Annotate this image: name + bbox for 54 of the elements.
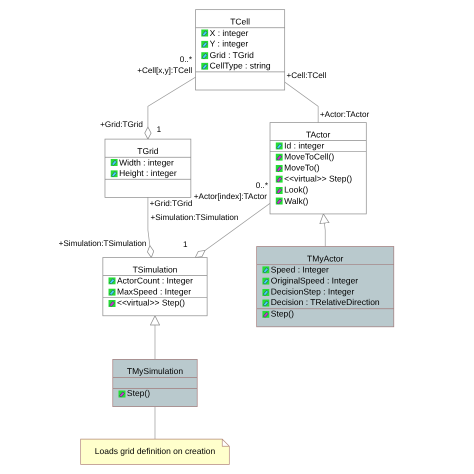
attribute: X : integer (209, 28, 248, 38)
attribute: Width : integer (118, 157, 174, 168)
role-label: +Actor[index]:TActor (194, 192, 268, 202)
note-text: Loads grid definition on creation (94, 446, 215, 456)
role-label: +Cell[x,y]:TCell (137, 66, 192, 76)
attribute: Height : integer (118, 168, 176, 178)
attribute: Speed : Integer (270, 264, 329, 274)
class-box (104, 138, 191, 198)
method: <<virtual>> Step() (116, 298, 185, 308)
aggregation-line (194, 202, 270, 258)
class-box (112, 359, 198, 407)
attribute: Grid : TGrid (209, 50, 254, 60)
role-label: +Simulation:TSimulation (150, 214, 238, 223)
note-link (154, 406, 156, 440)
class-box (256, 246, 394, 328)
class-name: TMyActor (306, 254, 344, 264)
inheritance-arrow (150, 315, 160, 360)
role-label: +Grid:TGrid (150, 200, 192, 210)
attribute: Y : integer (209, 38, 248, 49)
attribute: Decision : TRelativeDirection (270, 298, 380, 308)
attribute: DecisionStep : Integer (270, 286, 354, 297)
attribute: OriginalSpeed : Integer (270, 276, 358, 286)
method: MoveToCell() (284, 152, 334, 162)
role-label: +Cell:TCell (286, 72, 326, 81)
inheritance-arrow (319, 214, 330, 247)
multiplicity-label: 0..* (256, 182, 268, 192)
role-label: +Simulation:TSimulation (58, 240, 146, 248)
multiplicity-label: 1 (156, 126, 162, 135)
note-box (80, 438, 230, 465)
class-name: TSimulation (132, 264, 178, 274)
attribute: Id : integer (284, 140, 324, 151)
class-name: TMySimulation (126, 366, 183, 376)
multiplicity-label: 1 (183, 241, 188, 250)
method: Step() (270, 308, 294, 319)
method: MoveTo() (284, 162, 320, 173)
attribute: CellType : string (209, 60, 270, 71)
class-box (102, 257, 208, 316)
class-box (194, 9, 285, 90)
class-name: TGrid (137, 146, 158, 156)
class-name: TActor (306, 130, 330, 140)
method: Walk() (284, 196, 308, 206)
aggregation-line (144, 76, 196, 140)
role-label: +Actor:TActor (320, 110, 370, 120)
role-label: +Grid:TGrid (100, 121, 143, 130)
aggregation-line (146, 197, 154, 258)
method: Look() (284, 184, 308, 195)
class-name: TCell (230, 16, 250, 27)
attribute: MaxSpeed : Integer (116, 286, 191, 297)
method: Step() (126, 388, 150, 398)
multiplicity-label: 0..* (180, 56, 192, 66)
class-box (269, 122, 366, 214)
method: <<virtual>> Step() (284, 174, 352, 184)
attribute: ActorCount : Integer (116, 276, 193, 286)
association-line (284, 82, 318, 123)
